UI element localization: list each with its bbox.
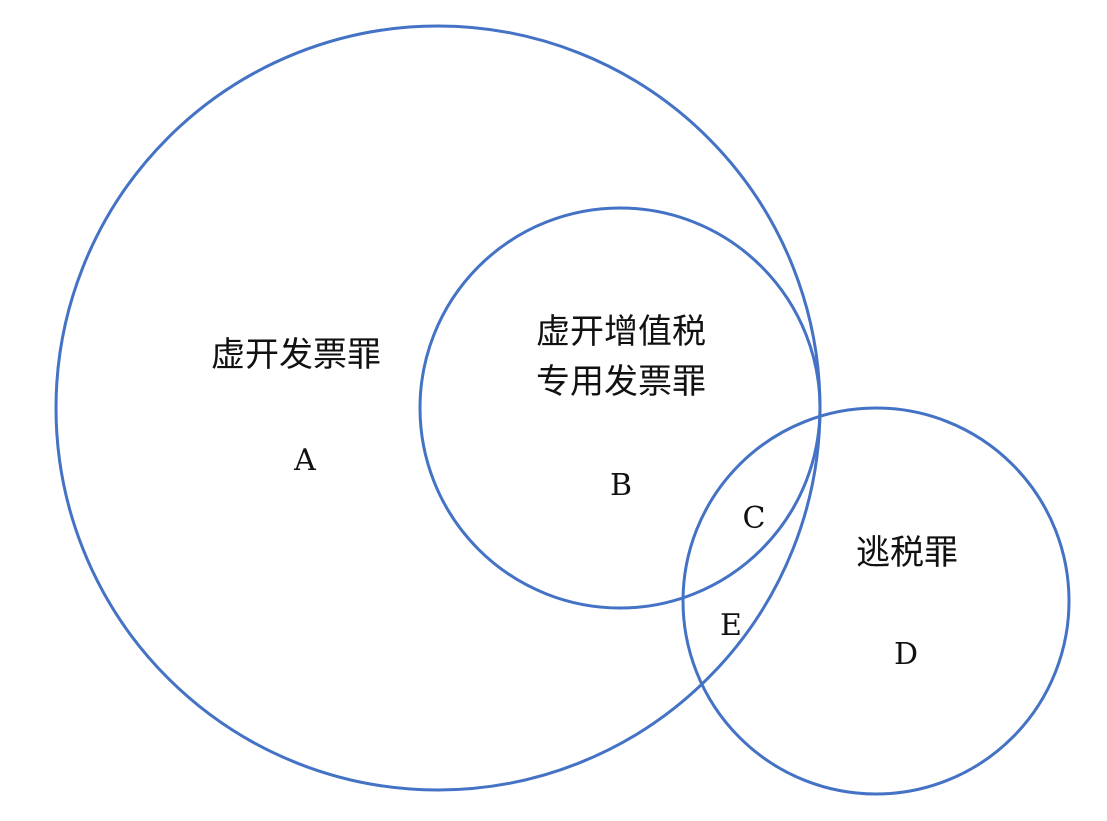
tax-evasion-label: 逃税罪 (856, 533, 958, 573)
vat-invoice-crime-circle (418, 206, 822, 610)
region-b-label: B (610, 468, 632, 503)
invoice-crime-label: 虚开发票罪 (211, 335, 381, 375)
region-e-label: E (720, 608, 742, 643)
region-c-label: C (743, 501, 766, 536)
vat-invoice-crime-label-line2: 专用发票罪 (536, 362, 706, 402)
region-d-label: D (894, 637, 918, 672)
tax-evasion-circle (681, 406, 1071, 796)
vat-invoice-crime-label-line1: 虚开增值税 (536, 312, 706, 352)
region-a-label: A (293, 443, 316, 478)
invoice-crime-circle (54, 24, 822, 792)
